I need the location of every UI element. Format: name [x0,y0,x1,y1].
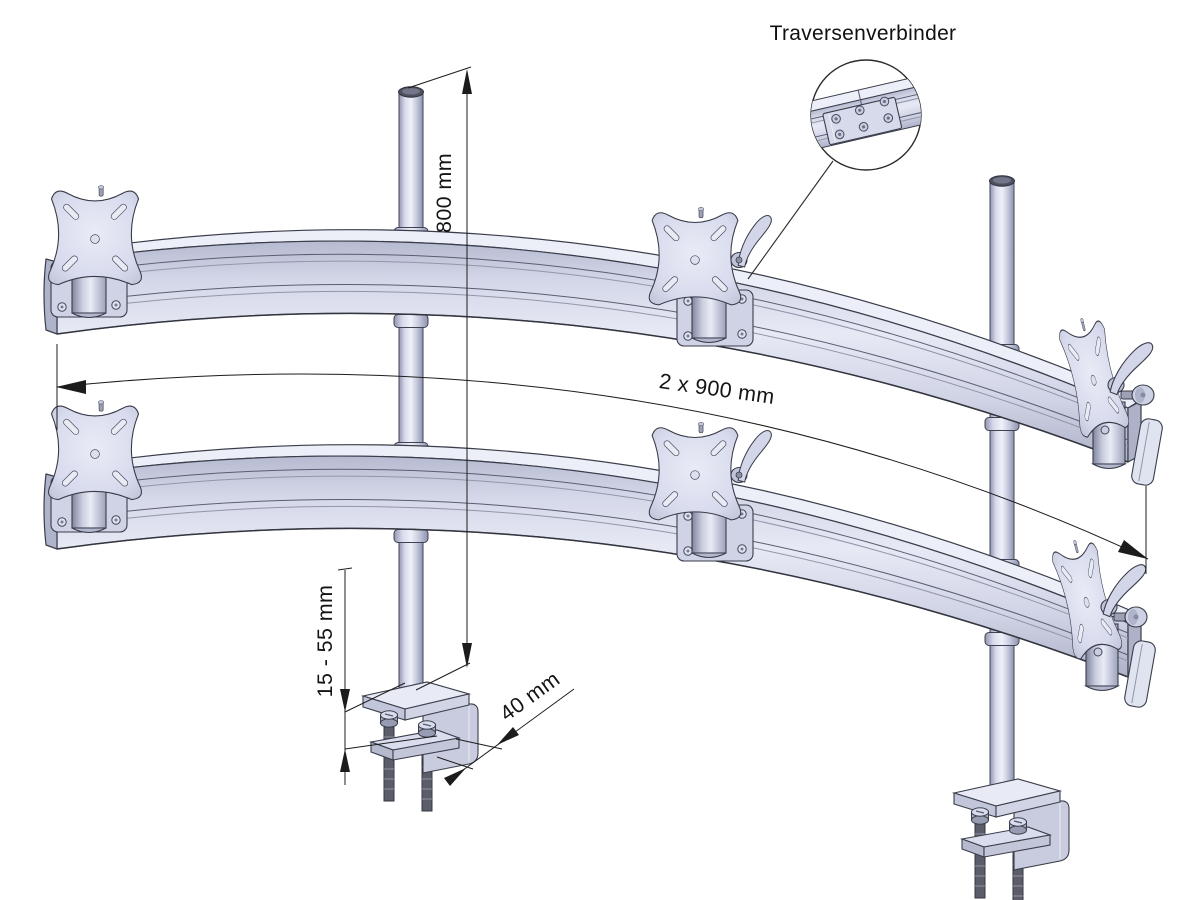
arrowhead-left [56,380,86,394]
callout-leader-line [747,160,834,280]
clamp-range-label: 15 - 55 mm [313,585,337,698]
connector-screws [831,96,894,140]
clamp-depth-label: 40 mm [495,667,564,726]
lower-crossbar [43,443,1142,678]
vesa-mount-left-top [49,186,142,318]
callout-detail-view [811,73,921,153]
desk-clamp-left [362,681,479,812]
arrowhead-down [462,643,472,668]
upper-crossbar [43,228,1142,463]
dimension-pole-height: 800 mm [407,66,472,691]
desk-clamp-right [953,778,1070,900]
arrowhead-right [1118,540,1148,559]
right-pole [984,175,1020,794]
crossbar-length-label: 2 x 900 mm [658,369,777,409]
left-pole [393,86,429,698]
arrowhead-lower [444,768,466,786]
detail-callout: Traversenverbinder [747,22,957,280]
arrowhead-down [340,689,350,712]
pole-height-label: 800 mm [432,153,456,233]
arrowhead-up [462,69,472,94]
vesa-mount-left-bottom [49,401,142,533]
arrowhead-upper [497,727,519,745]
arrowhead-up [340,749,350,772]
dimension-clamp-range: 15 - 55 mm [313,567,438,785]
callout-label: Traversenverbinder [770,22,957,45]
